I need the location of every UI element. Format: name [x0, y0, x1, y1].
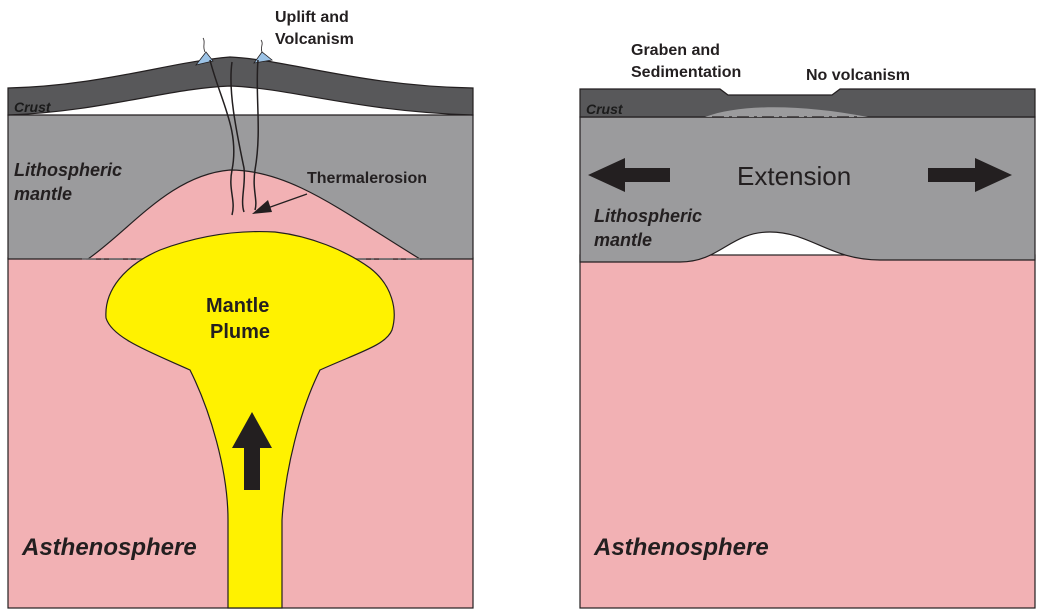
no-volcanism-label: No volcanism: [806, 67, 910, 84]
plume-label-line2: Plume: [210, 321, 270, 343]
left-crust-layer: [8, 57, 473, 115]
volcano-smoke-right-icon: [261, 40, 262, 52]
extension-label: Extension: [737, 161, 851, 191]
right-panel: Graben and Sedimentation No volcanism Cr…: [580, 42, 1035, 608]
uplift-label-line2: Volcanism: [275, 31, 354, 48]
graben-label-line2: Sedimentation: [631, 64, 741, 81]
uplift-label-line1: Uplift and: [275, 9, 349, 26]
plume-label-line1: Mantle: [206, 295, 269, 317]
thermal-erosion-label: Thermalerosion: [307, 170, 427, 187]
right-lithospheric-label-line1: Lithospheric: [594, 206, 702, 226]
left-lithospheric-label-line2: mantle: [14, 184, 72, 204]
right-crust-label: Crust: [586, 101, 624, 117]
graben-label-line1: Graben and: [631, 42, 720, 59]
left-crust-label: Crust: [14, 99, 52, 115]
left-asthenosphere-label: Asthenosphere: [21, 534, 197, 561]
right-lithospheric-label-line2: mantle: [594, 230, 652, 250]
left-lithospheric-label-line1: Lithospheric: [14, 160, 122, 180]
volcano-smoke-left-icon: [203, 38, 205, 52]
right-asthenosphere-label: Asthenosphere: [593, 534, 769, 561]
left-panel: Uplift and Volcanism Crust Lithospheric …: [8, 9, 473, 608]
